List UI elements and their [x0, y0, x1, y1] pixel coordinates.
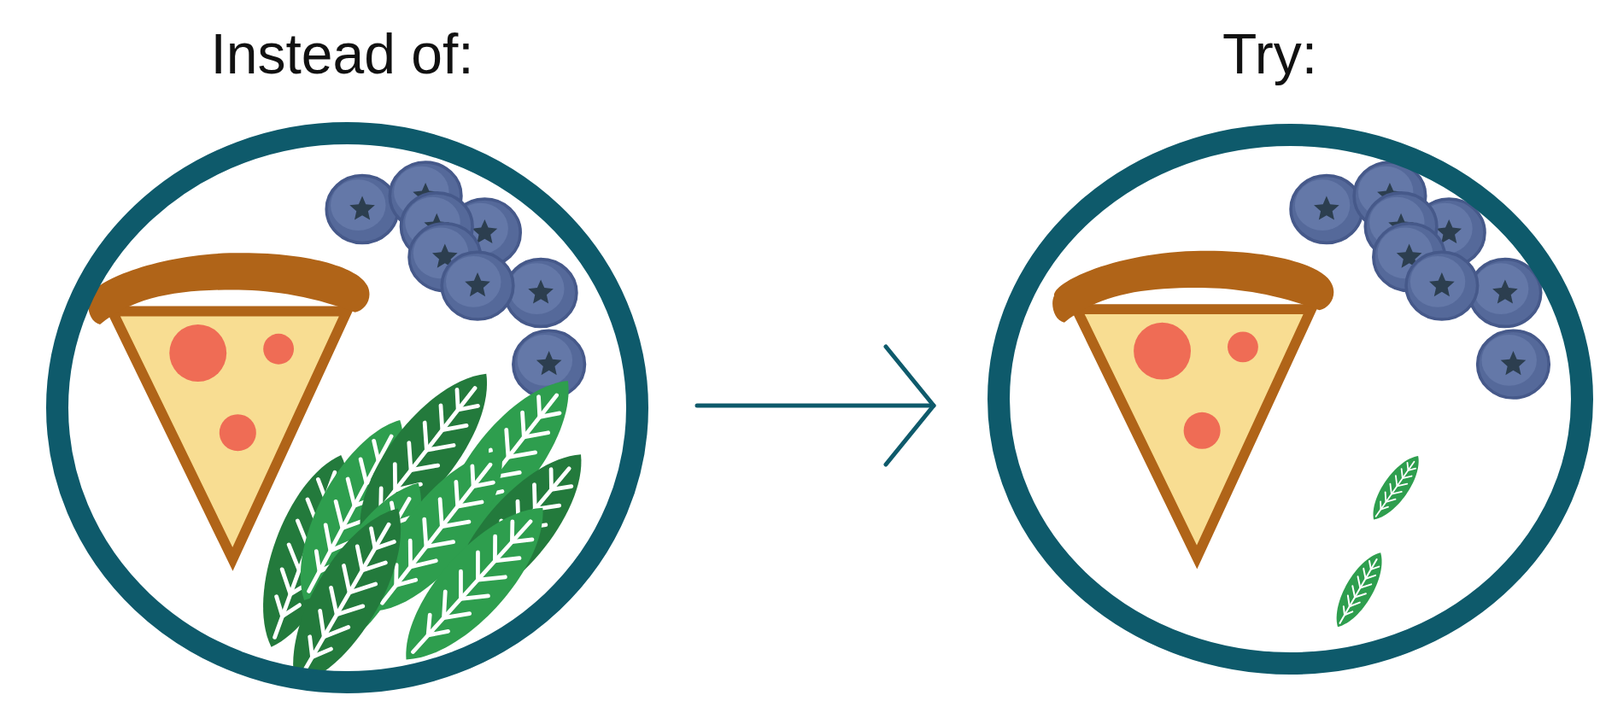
arrow-connector: [697, 346, 934, 465]
arrow-shaft: [697, 404, 934, 409]
plate: Instead of:: [46, 122, 649, 694]
arrow-head: [885, 346, 934, 465]
spinach-leaves: [240, 353, 606, 701]
plate-rim: [998, 134, 1583, 664]
plate-outline: [46, 122, 649, 694]
plate-heading: Try:: [967, 22, 1573, 88]
plate-rim: [57, 133, 638, 683]
plate-outline: [987, 123, 1594, 675]
plate-heading: Instead of:: [41, 22, 644, 88]
plate: Try:: [987, 123, 1594, 675]
